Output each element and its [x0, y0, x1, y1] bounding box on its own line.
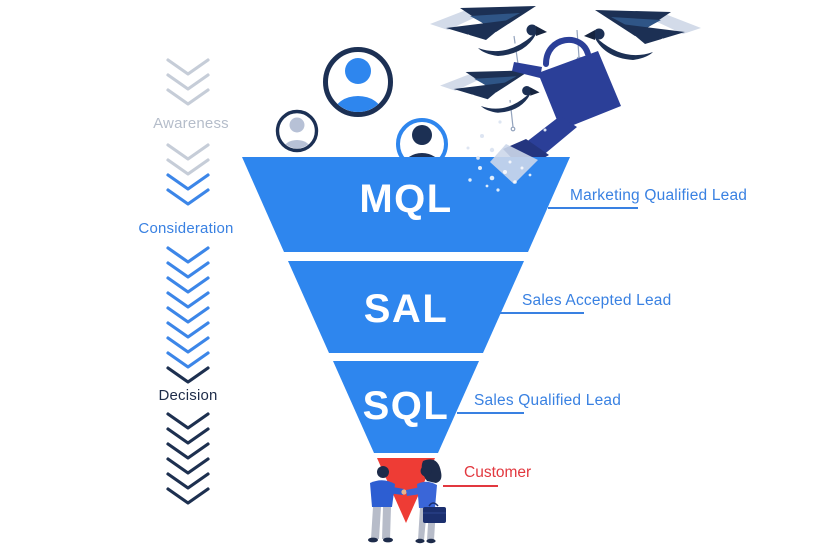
stage-label-consideration: Consideration — [138, 220, 234, 237]
lead-label-mql: Marketing Qualified Lead — [570, 187, 748, 204]
handshake-illustration — [368, 459, 446, 544]
leader-line-sql — [457, 412, 524, 414]
stage-label-awareness: Awareness — [153, 115, 229, 132]
avatar-gray-icon — [275, 109, 319, 153]
funnel-segment-sal — [288, 261, 524, 353]
avatar-blue-icon — [323, 47, 393, 117]
lead-label-sal: Sales Accepted Lead — [522, 292, 672, 309]
water-spray — [466, 120, 547, 192]
leader-line-sal — [500, 312, 584, 314]
funnel-label-sql: SQL — [362, 384, 450, 428]
customer-label: Customer — [464, 464, 532, 481]
funnel-segment-sql — [333, 361, 479, 453]
leader-line-customer — [443, 485, 498, 487]
stage-label-decision: Decision — [158, 387, 218, 404]
lead-label-sql: Sales Qualified Lead — [474, 392, 622, 409]
bird-icon — [440, 70, 540, 113]
funnel-segments — [242, 157, 570, 453]
funnel-label-mql: MQL — [359, 177, 453, 221]
chevrons-top — [165, 58, 211, 112]
leader-line-mql — [548, 207, 638, 209]
chevrons-consideration-decision — [165, 246, 211, 390]
chevrons-bottom — [165, 412, 211, 511]
bird-icon — [430, 6, 547, 56]
bird-icon — [584, 10, 701, 60]
funnel-label-sal: SAL — [363, 287, 449, 331]
funnel-segment-mql — [242, 157, 570, 252]
chevrons-awareness-consideration — [165, 143, 211, 212]
